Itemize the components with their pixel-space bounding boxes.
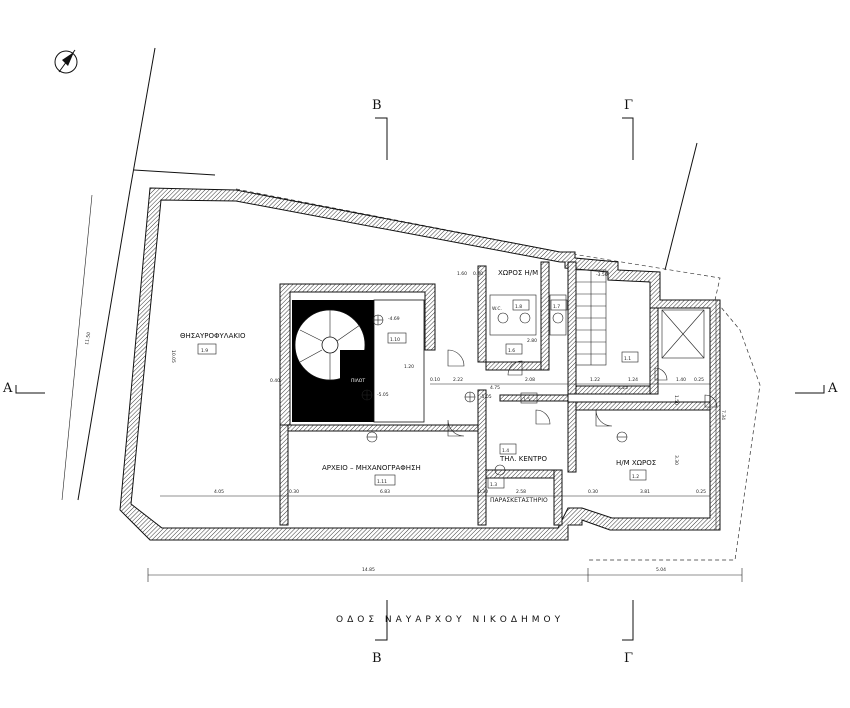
- dim-y: 1.20: [404, 364, 414, 370]
- door-swing-icon: [447, 349, 718, 437]
- level-1: -4.69: [388, 316, 400, 322]
- room-1-9-name: ΘΗΣΑΥΡΟΦΥΛΑΚΙΟ: [180, 332, 246, 340]
- level-4: -3.50: [596, 272, 608, 278]
- outer-wall: [119, 187, 721, 541]
- section-a-left: Α: [2, 381, 13, 396]
- section-markers: Α Α Β Γ Β Γ: [2, 98, 838, 666]
- hm-space-label: ΧΩΡΟΣ Η/Μ: [498, 269, 538, 277]
- room-1-3-name: ΠΑΡΑΣΚΕΤΑΣΤΗΡΙΟ: [490, 497, 548, 504]
- level-2: -5.05: [377, 392, 389, 398]
- level-values: -4.69 -5.05 -5.05 -3.50: [377, 272, 608, 400]
- dim-w: 0.40: [270, 378, 280, 384]
- room-labels: ΘΗΣΑΥΡΟΦΥΛΑΚΙΟ 1.9 1.10 ΑΡΧΕΙΟ – ΜΗΧΑΝΟΓ…: [180, 269, 656, 504]
- section-b-top: Β: [372, 98, 382, 113]
- street-name: ΟΔΟΣ ΝΑΥΑΡΧΟΥ ΝΙΚΟΔΗΜΟΥ: [336, 615, 564, 625]
- dim-f: 0.25: [696, 489, 706, 495]
- dim-mid: 6.83: [380, 489, 390, 495]
- dim-i: 2.22: [453, 377, 463, 383]
- room-1-2-id: 1.2: [632, 474, 639, 480]
- room-1-4-name: ΤΗΛ. ΚΕΝΤΡΟ: [499, 455, 548, 463]
- dimension-lines: [61, 194, 743, 582]
- north-arrow-icon: [54, 49, 78, 74]
- dim-m: 1.40: [676, 377, 686, 383]
- dim-h: 4.75: [490, 385, 500, 391]
- dim-right: 5.04: [656, 567, 666, 573]
- dim-n: 0.25: [694, 377, 704, 383]
- elevator-icon: [661, 309, 705, 359]
- dim-e: 3.81: [640, 489, 650, 495]
- room-1-1-id: 1.1: [624, 356, 631, 362]
- room-1-11-id: 1.11: [377, 479, 387, 485]
- room-1-11-name: ΑΡΧΕΙΟ – ΜΗΧΑΝΟΓΡΑΦΗΣΗ: [322, 464, 421, 472]
- dim-r: 11.50: [84, 331, 92, 345]
- dim-k: 1.22: [590, 377, 600, 383]
- dim-q: 2.80: [527, 338, 537, 344]
- dim-p: 0.30: [473, 271, 483, 277]
- dim-d: 0.30: [588, 489, 598, 495]
- room-1-9-id: 1.9: [201, 348, 208, 354]
- dim-v: 1.50: [673, 395, 679, 405]
- room-1-10-id: 1.10: [390, 337, 400, 343]
- dim-a: 0.30: [289, 489, 299, 495]
- room-1-8-id: 1.8: [515, 304, 522, 310]
- property-boundary: [77, 47, 761, 561]
- wc-fixtures: [489, 294, 567, 336]
- dim-l: 1.24: [628, 377, 638, 383]
- dim-s: 10.05: [170, 350, 176, 363]
- dim-c: 2.58: [516, 489, 526, 495]
- section-b-bottom: Β: [372, 651, 382, 666]
- stair-core: ΠΙΛΟΤ: [279, 283, 436, 426]
- section-g-top: Γ: [624, 98, 633, 113]
- dim-left: 4.05: [214, 489, 224, 495]
- section-g-bottom: Γ: [624, 651, 633, 666]
- dimension-values: 14.85 5.04 4.05 6.83 0.30 0.30 2.58 0.30…: [84, 271, 726, 573]
- straight-stair: [575, 269, 607, 366]
- dim-u: 3.30: [673, 455, 679, 465]
- room-1-3-id: 1.3: [490, 482, 497, 488]
- level-marker-icon: [361, 314, 628, 476]
- room-1-4-id: 1.4: [502, 448, 509, 454]
- level-3: -5.05: [480, 394, 492, 400]
- pilot-label: ΠΙΛΟΤ: [351, 378, 365, 384]
- room-1-2-name: Η/Μ ΧΩΡΟΣ: [616, 459, 656, 467]
- street-label: ΟΔΟΣ ΝΑΥΑΡΧΟΥ ΝΙΚΟΔΗΜΟΥ: [336, 615, 564, 625]
- room-1-7-id: 1.7: [553, 304, 560, 310]
- room-1-5-id: 1.5: [523, 397, 530, 403]
- dim-x: 0.10: [430, 377, 440, 383]
- wc-label: W.C.: [492, 306, 502, 312]
- dim-o: 1.60: [457, 271, 467, 277]
- interior-walls: [279, 261, 711, 526]
- dim-b: 0.30: [478, 489, 488, 495]
- dim-j: 2.08: [525, 377, 535, 383]
- room-1-6-id: 1.6: [508, 348, 515, 354]
- dim-g: 4.25: [618, 385, 628, 391]
- dim-t: 7.34: [720, 410, 726, 420]
- section-a-right: Α: [827, 381, 838, 396]
- dim-total: 14.85: [362, 567, 375, 573]
